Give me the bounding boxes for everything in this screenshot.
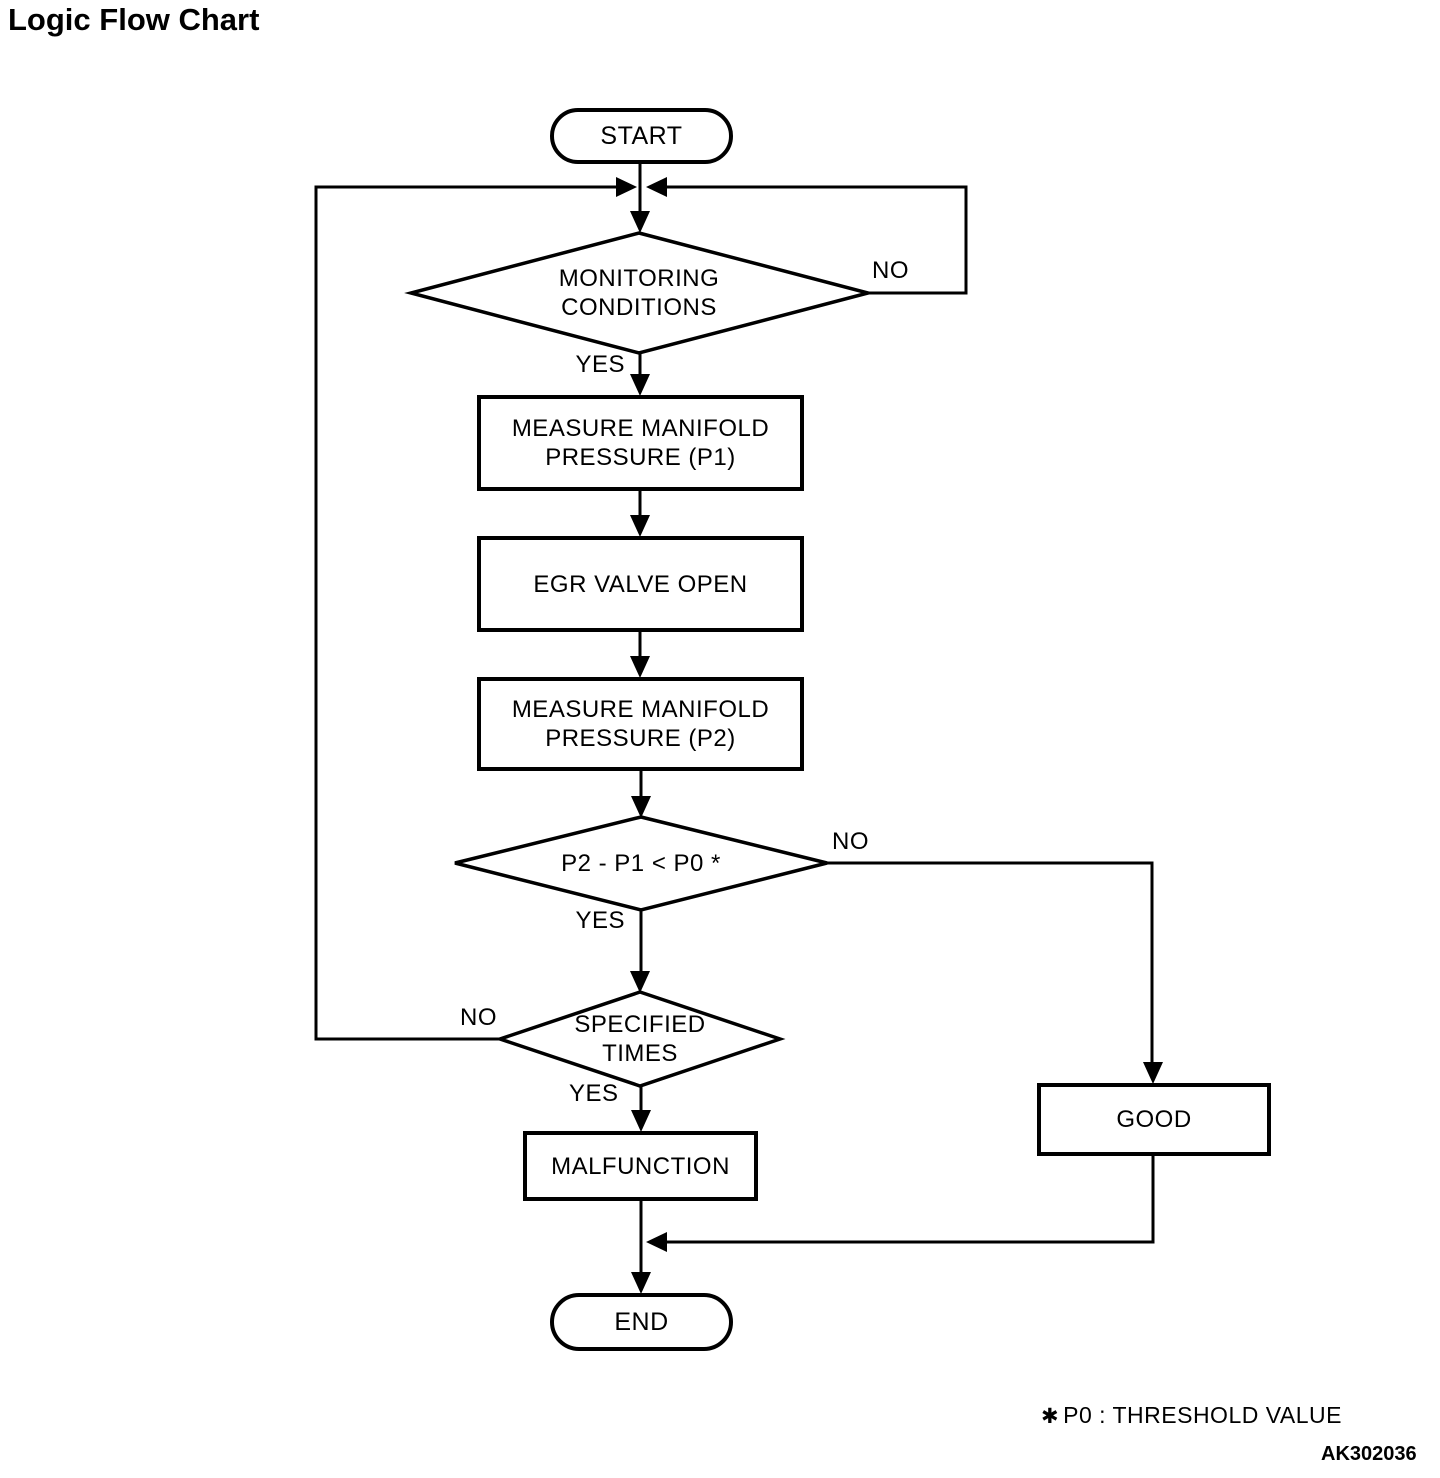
edge-specified-no-loop — [314, 185, 617, 1041]
asterisk-icon: ✱ — [1041, 1405, 1060, 1428]
footnote: ✱P0 : THRESHOLD VALUE — [1041, 1402, 1342, 1429]
egr-valve-label: EGR VALVE OPEN — [533, 570, 748, 598]
compare-pressure-diamond — [454, 815, 828, 912]
arrowhead-into-egr — [630, 515, 650, 537]
arrowhead-merge-from-left — [616, 177, 637, 197]
edge-good-to-join — [667, 1155, 1155, 1244]
end-node: END — [550, 1293, 733, 1351]
compare-yes-label: YES — [575, 907, 625, 934]
arrowhead-into-p1 — [630, 374, 650, 396]
arrowhead-good-join — [646, 1232, 667, 1252]
arrowhead-into-end — [631, 1272, 651, 1294]
specified-no-label: NO — [460, 1004, 497, 1031]
specified-times-diamond — [494, 990, 786, 1088]
arrowhead-into-compare — [631, 796, 651, 818]
measure-p1-line2: PRESSURE (P1) — [545, 444, 736, 471]
arrowhead-into-monitoring — [630, 211, 650, 233]
arrowhead-into-p2 — [630, 656, 650, 678]
arrowhead-into-malfunction — [631, 1110, 651, 1132]
measure-p1-node: MEASURE MANIFOLD PRESSURE (P1) — [477, 395, 804, 491]
good-label: GOOD — [1116, 1106, 1192, 1133]
start-label: START — [600, 121, 683, 150]
malfunction-label: MALFUNCTION — [551, 1152, 730, 1180]
edge-compare-no — [827, 861, 1154, 1064]
measure-p1-line1: MEASURE MANIFOLD — [511, 415, 770, 442]
arrowhead-merge-from-right — [646, 177, 667, 197]
measure-p2-node: MEASURE MANIFOLD PRESSURE (P2) — [477, 677, 804, 771]
specified-yes-label: YES — [569, 1080, 619, 1107]
monitoring-yes-label: YES — [575, 351, 625, 378]
monitoring-conditions-diamond — [404, 231, 875, 355]
egr-valve-node: EGR VALVE OPEN — [477, 536, 804, 632]
malfunction-node: MALFUNCTION — [523, 1131, 758, 1201]
start-node: START — [550, 108, 733, 164]
measure-p2-line1: MEASURE MANIFOLD — [511, 696, 770, 723]
measure-p2-line2: PRESSURE (P2) — [545, 725, 736, 752]
page-title: Logic Flow Chart — [8, 2, 260, 37]
edge-monitoring-no-loop — [666, 185, 968, 295]
monitoring-no-label: NO — [872, 257, 909, 284]
good-node: GOOD — [1037, 1083, 1271, 1156]
arrowhead-into-specified — [630, 971, 650, 993]
arrowhead-into-good — [1143, 1062, 1163, 1084]
compare-no-label: NO — [832, 828, 869, 855]
end-label: END — [614, 1307, 669, 1336]
footnote-text: P0 : THRESHOLD VALUE — [1063, 1402, 1342, 1428]
figure-id: AK302036 — [1321, 1443, 1417, 1465]
